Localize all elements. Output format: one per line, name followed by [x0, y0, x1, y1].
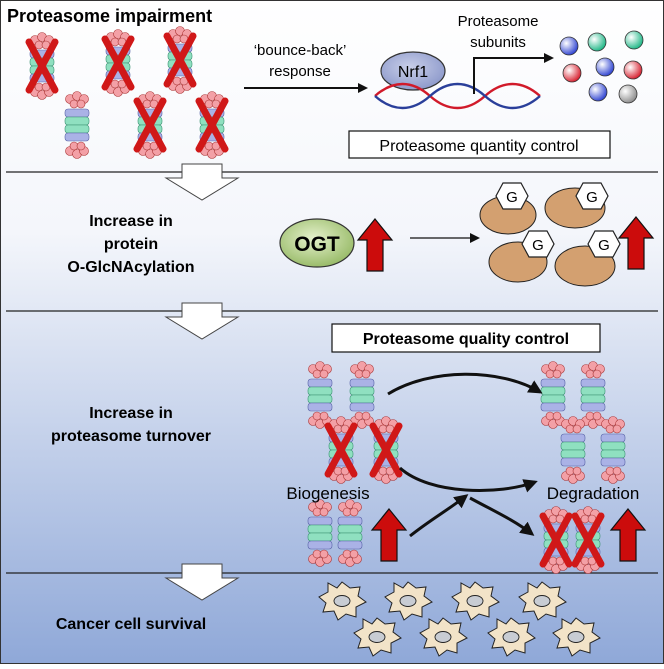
subunits-label-line2: subunits [470, 34, 526, 51]
proteasome-icon [307, 361, 333, 429]
proteasome-icon [540, 361, 566, 429]
glcnac-mark: G [598, 237, 610, 254]
subunit-ball [623, 60, 643, 80]
section3-title-line2: proteasome turnover [51, 428, 211, 445]
nrf1-label: Nrf1 [398, 64, 428, 81]
section2-title-line1: Increase in [89, 213, 173, 230]
bounce-back-label-line2: response [269, 63, 331, 80]
turnover-arrow-biogenesis [409, 494, 469, 538]
subunits-label: Proteasome [458, 13, 539, 30]
turnover-arrow-degradation [469, 496, 535, 536]
section2-title-line2: protein [104, 236, 158, 253]
section4-title: Cancer cell survival [56, 616, 206, 633]
glcnac-proteins: G G G G [479, 182, 621, 287]
transcription-arrow [473, 53, 554, 94]
proteasome-icon [580, 361, 606, 429]
quantity-control-label: Proteasome quantity control [379, 138, 578, 155]
proteasome-icon [64, 91, 90, 159]
bounce-back-label: ‘bounce-back’ [254, 42, 347, 59]
subunit-balls [559, 30, 644, 104]
quality-control-box [331, 323, 601, 353]
glcnac-mark: G [506, 189, 518, 206]
subunit-ball [587, 32, 607, 52]
proteasome-icon [307, 499, 333, 567]
ogt-label: OGT [294, 233, 340, 256]
dna-helix [374, 82, 541, 110]
biogenesis-label: Biogenesis [286, 484, 369, 503]
subunit-ball [559, 36, 579, 56]
subunit-ball [588, 82, 608, 102]
section3-title-line1: Increase in [89, 405, 173, 422]
quality-control-label: Proteasome quality control [363, 331, 569, 348]
proteasome-icon [337, 499, 363, 567]
subunit-ball [624, 30, 644, 50]
proteasome-icon [349, 361, 375, 429]
quantity-control-box [348, 130, 611, 159]
subunit-ball [618, 84, 638, 104]
subunit-ball [595, 57, 615, 77]
proteasome-icon [560, 416, 586, 484]
glcnac-mark: G [532, 237, 544, 254]
ogt-bubble [279, 218, 355, 268]
degradation-label: Degradation [547, 484, 640, 503]
section1-title: Proteasome impairment [7, 6, 212, 26]
nrf1-bubble [380, 51, 446, 91]
turnover-arrow-top [387, 372, 543, 396]
subunit-ball [562, 63, 582, 83]
glcnac-mark: G [586, 189, 598, 206]
section2-title-line3: O-GlcNAcylation [67, 259, 194, 276]
proteasome-icon [600, 416, 626, 484]
turnover-arrow-middle [398, 466, 538, 493]
